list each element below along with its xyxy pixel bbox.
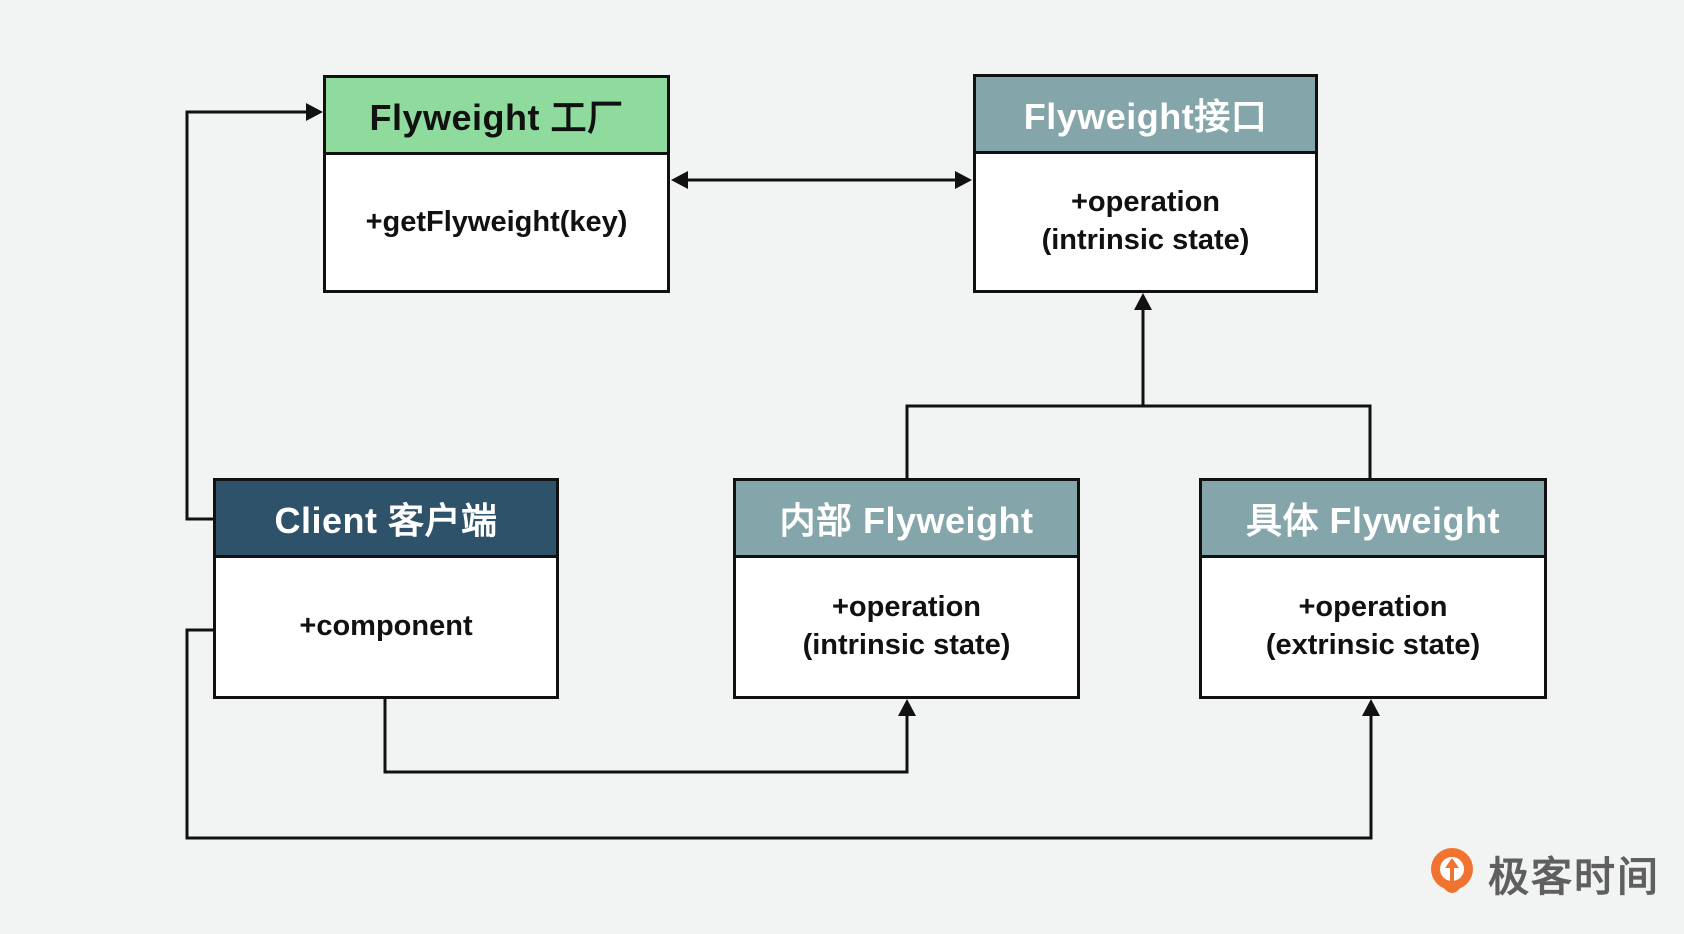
member-operation: +operation — [1298, 591, 1448, 624]
geektime-logo-text: 极客时间 — [1488, 854, 1660, 900]
class-box-flyweight-factory: Flyweight 工厂 +getFlyweight(key) — [323, 75, 670, 293]
connector-inheritance-branch — [905, 404, 1372, 478]
member-intrinsic-state: (intrinsic state) — [802, 629, 1011, 661]
client-members: +component — [216, 558, 556, 696]
member-operation: +operation — [1070, 186, 1221, 219]
member-getflyweight: +getFlyweight(key) — [365, 205, 628, 238]
connector-client-to-intrinsic — [383, 699, 909, 774]
member-intrinsic-state: (intrinsic state) — [1041, 224, 1250, 256]
arrowhead-into-concrete — [1362, 699, 1380, 716]
arrowhead-into-interface — [955, 171, 972, 189]
class-box-client: Client 客户端 +component — [213, 478, 559, 699]
member-operation: +operation — [831, 591, 982, 624]
connector-client-to-concrete — [185, 628, 1373, 840]
class-box-intrinsic-flyweight: 内部 Flyweight +operation (intrinsic state… — [733, 478, 1080, 699]
connector-client-to-factory — [185, 110, 308, 521]
arrowhead-into-factory-right — [671, 171, 688, 189]
intrinsic-flyweight-title: 内部 Flyweight — [736, 481, 1077, 558]
arrowhead-into-intrinsic — [898, 699, 916, 716]
intrinsic-flyweight-members: +operation (intrinsic state) — [736, 558, 1077, 696]
flyweight-interface-title: Flyweight接口 — [976, 77, 1315, 154]
arrowhead-into-interface-bottom — [1134, 293, 1152, 310]
geektime-logo: 极客时间 — [1428, 843, 1660, 903]
flyweight-interface-members: +operation (intrinsic state) — [976, 154, 1315, 290]
class-box-concrete-flyweight: 具体 Flyweight +operation (extrinsic state… — [1199, 478, 1547, 699]
concrete-flyweight-members: +operation (extrinsic state) — [1202, 558, 1544, 696]
class-box-flyweight-interface: Flyweight接口 +operation (intrinsic state) — [973, 74, 1318, 293]
concrete-flyweight-title: 具体 Flyweight — [1202, 481, 1544, 558]
client-title: Client 客户端 — [216, 481, 556, 558]
member-component: +component — [299, 610, 473, 643]
flyweight-factory-title: Flyweight 工厂 — [326, 78, 667, 155]
member-extrinsic-state: (extrinsic state) — [1265, 629, 1481, 661]
flyweight-factory-members: +getFlyweight(key) — [326, 155, 667, 290]
geektime-logo-icon — [1431, 848, 1473, 893]
arrowhead-into-factory — [306, 103, 323, 121]
